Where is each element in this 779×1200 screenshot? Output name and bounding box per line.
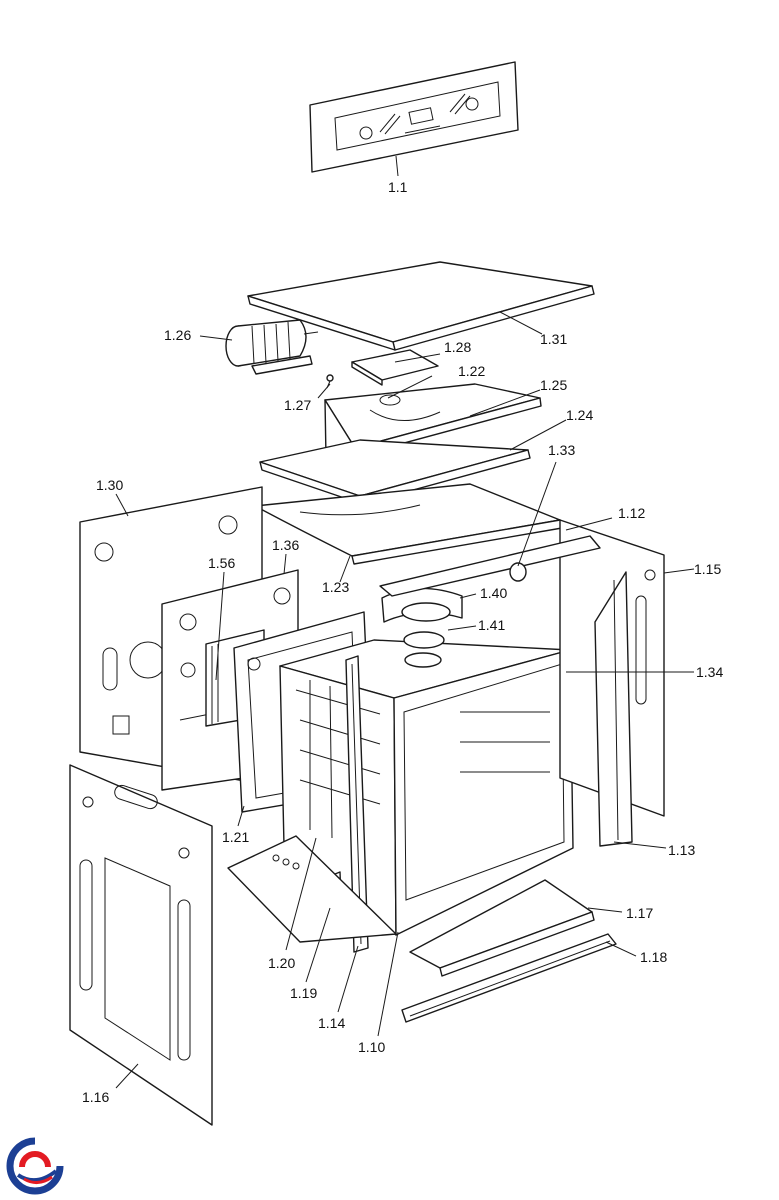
- label-1-18: 1.18: [640, 949, 667, 965]
- air-duct-assembly: [381, 587, 463, 668]
- kick-strip: [401, 933, 617, 1023]
- top-cover: [247, 261, 595, 351]
- label-1-24: 1.24: [566, 407, 593, 423]
- control-panel-fascia: [309, 61, 519, 173]
- label-1-16: 1.16: [82, 1089, 109, 1105]
- label-1-34: 1.34: [696, 664, 723, 680]
- label-1-30: 1.30: [96, 477, 123, 493]
- label-1-23: 1.23: [322, 579, 349, 595]
- label-1-28: 1.28: [444, 339, 471, 355]
- label-1-17: 1.17: [626, 905, 653, 921]
- brand-swirl-icon: [6, 1137, 64, 1195]
- label-1-12: 1.12: [618, 505, 645, 521]
- label-1-33: 1.33: [548, 442, 575, 458]
- label-1-22: 1.22: [458, 363, 485, 379]
- label-1-40: 1.40: [480, 585, 507, 601]
- label-1-41: 1.41: [478, 617, 505, 633]
- right-side-panel-front: [69, 764, 213, 1126]
- label-1-56: 1.56: [208, 555, 235, 571]
- label-1-36: 1.36: [272, 537, 299, 553]
- front-frame-top: [379, 535, 601, 597]
- part-labels: 1.1 1.26 1.31 1.28 1.22 1.27 1.25 1.24 1…: [82, 179, 723, 1105]
- label-1-25: 1.25: [540, 377, 567, 393]
- bottom-front-rail: [409, 879, 595, 977]
- fan-housing: [324, 383, 542, 473]
- leader-lines: [115, 155, 695, 1089]
- label-1-19: 1.19: [290, 985, 317, 1001]
- label-1-15: 1.15: [694, 561, 721, 577]
- label-1-31: 1.31: [540, 331, 567, 347]
- fan-motor: [225, 319, 319, 375]
- insulation-plate: [351, 349, 439, 386]
- label-1-10: 1.10: [358, 1039, 385, 1055]
- label-1-26: 1.26: [164, 327, 191, 343]
- label-1-20: 1.20: [268, 955, 295, 971]
- right-vertical-rail: [594, 571, 633, 847]
- label-1-14: 1.14: [318, 1015, 345, 1031]
- top-liner: [254, 483, 563, 565]
- label-1-27: 1.27: [284, 397, 311, 413]
- label-1-13: 1.13: [668, 842, 695, 858]
- cavity-floor: [227, 835, 397, 943]
- label-1-1: 1.1: [388, 179, 408, 195]
- label-1-21: 1.21: [222, 829, 249, 845]
- oven-cavity: [279, 639, 574, 936]
